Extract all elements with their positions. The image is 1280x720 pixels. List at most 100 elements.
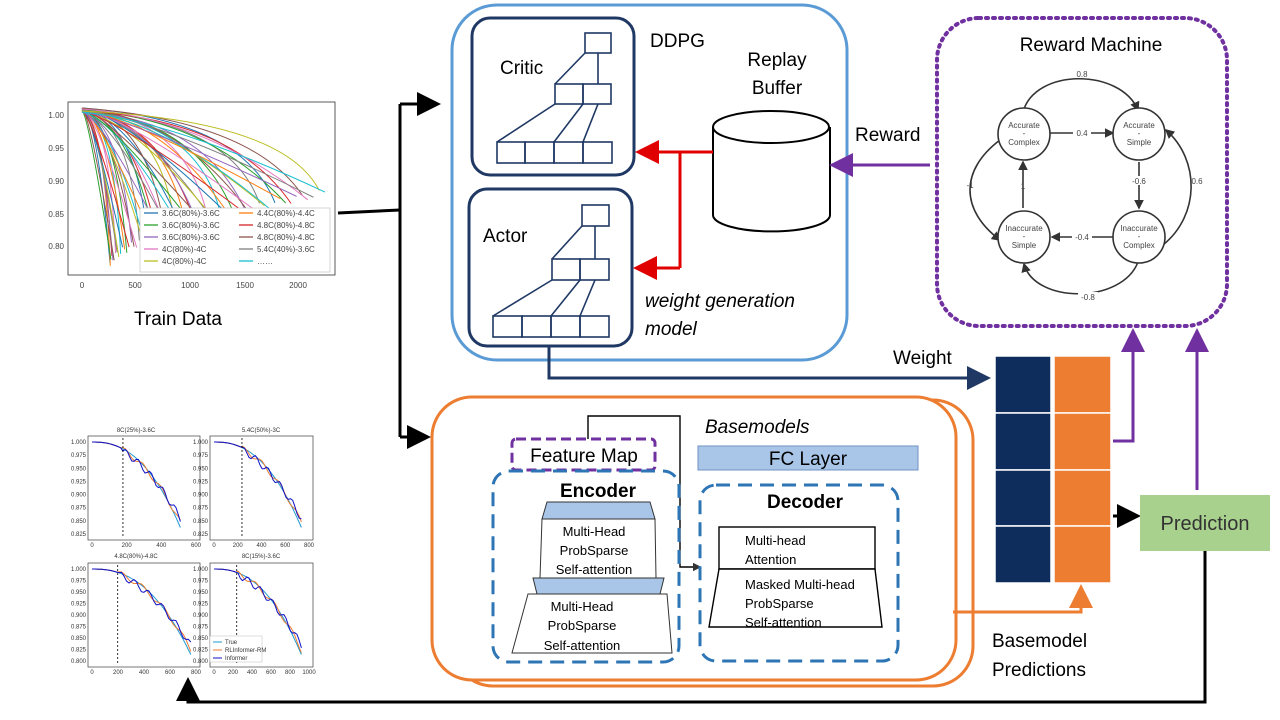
train-curve xyxy=(81,109,314,198)
train-legend-entry: 3.6C(80%)-3.6C xyxy=(162,221,220,230)
svg-text:0.925: 0.925 xyxy=(193,602,209,608)
svg-text:200: 200 xyxy=(228,670,239,676)
fc-layer-label: FC Layer xyxy=(769,449,848,470)
svg-text:0.925: 0.925 xyxy=(71,479,87,485)
svg-text:1: 1 xyxy=(1021,182,1026,191)
train-data-caption: Train Data xyxy=(134,309,222,330)
train-ytick: 0.80 xyxy=(48,242,64,251)
train-xtick: 0 xyxy=(80,281,85,290)
train-curve xyxy=(81,109,236,217)
svg-text:0.800: 0.800 xyxy=(71,659,87,665)
state-accurate-complex: Accurate - Complex xyxy=(997,107,1051,161)
train-xtick: 2000 xyxy=(289,281,307,290)
train-xtick: 1500 xyxy=(236,281,254,290)
weight-arrow xyxy=(547,346,991,390)
replay-to-networks-arrows xyxy=(633,140,713,280)
encoder-block: Encoder Multi-Head ProbSparse Self-atten… xyxy=(491,469,681,664)
svg-text:0.850: 0.850 xyxy=(193,636,209,642)
bm-pred-label-1: Basemodel xyxy=(992,631,1087,652)
svg-text:200: 200 xyxy=(233,543,244,549)
svg-text:1000: 1000 xyxy=(302,670,316,676)
feature-to-decoder-connector xyxy=(587,415,702,572)
reward-machine-frame xyxy=(935,16,1229,328)
decoder-block: Decoder Multi-head Attention Masked Mult… xyxy=(698,483,900,663)
svg-text:0.850: 0.850 xyxy=(71,636,87,642)
state-inaccurate-simple: Inaccurate - Simple xyxy=(997,210,1051,264)
state-accurate-simple: Accurate - Simple xyxy=(1112,107,1166,161)
svg-text:-: - xyxy=(1138,232,1141,241)
svg-text:200: 200 xyxy=(113,670,124,676)
train-legend-entry: 5.4C(40%)-3.6C xyxy=(257,245,315,254)
svg-text:0.900: 0.900 xyxy=(71,493,87,499)
svg-text:200: 200 xyxy=(122,543,133,549)
svg-text:-0.6: -0.6 xyxy=(1132,177,1146,186)
svg-text:0: 0 xyxy=(90,543,94,549)
fc-layer xyxy=(697,445,919,471)
svg-text:4.8C(80%)-4.8C: 4.8C(80%)-4.8C xyxy=(114,554,158,560)
result-plot-1: 8C(25%)-3.6C 1.0000.9750.9500.9250.9000.… xyxy=(71,428,202,549)
train-curves xyxy=(81,107,326,266)
bm-pred-label-2: Predictions xyxy=(992,660,1086,681)
feature-map-label: Feature Map xyxy=(530,446,638,467)
train-ytick: 0.95 xyxy=(48,144,64,153)
train-legend-entry: 4.4C(80%)-4.4C xyxy=(257,209,315,218)
svg-text:600: 600 xyxy=(266,670,277,676)
to-reward-machine-arrows xyxy=(1113,328,1209,490)
train-curve xyxy=(81,111,297,197)
critic-label: Critic xyxy=(500,58,543,79)
train-legend-entry: 4C(80%)-4C xyxy=(162,245,207,254)
svg-text:Complex: Complex xyxy=(1123,241,1155,250)
svg-text:5.4C(50%)-3C: 5.4C(50%)-3C xyxy=(242,428,281,434)
svg-text:0.900: 0.900 xyxy=(193,613,209,619)
svg-text:1.000: 1.000 xyxy=(71,567,87,573)
svg-text:Inaccurate: Inaccurate xyxy=(1120,224,1158,233)
svg-text:0.975: 0.975 xyxy=(71,453,87,459)
train-curve xyxy=(81,109,112,260)
train-curve xyxy=(81,111,326,193)
train-curve xyxy=(81,110,240,210)
svg-text:True: True xyxy=(225,640,238,646)
ddpg-module: DDPG Critic Actor xyxy=(450,3,849,362)
train-curve xyxy=(81,111,180,226)
result-legend: True RLInformer-RM Informer xyxy=(209,635,266,663)
train-ytick: 1.00 xyxy=(48,111,64,120)
replay-buffer-cylinder xyxy=(712,110,831,233)
basemodels-module: Basemodels Feature Map FC Layer Encoder … xyxy=(430,395,975,688)
svg-text:0.825: 0.825 xyxy=(71,648,87,654)
svg-text:-: - xyxy=(1023,129,1026,138)
train-curve xyxy=(81,110,292,204)
reward-machine-title: Reward Machine xyxy=(1020,35,1163,56)
train-data-arrows xyxy=(337,92,441,449)
svg-text:-: - xyxy=(1138,129,1141,138)
weight-label: Weight xyxy=(893,348,953,369)
svg-text:400: 400 xyxy=(256,543,267,549)
train-ytick: 0.90 xyxy=(48,177,64,186)
result-plots: 8C(25%)-3.6C 1.0000.9750.9500.9250.9000.… xyxy=(71,428,316,676)
svg-text:8C(25%)-3.6C: 8C(25%)-3.6C xyxy=(117,428,156,434)
train-legend-entry: 4.8C(80%)-4.8C xyxy=(257,221,315,230)
svg-text:Multi-head: Multi-head xyxy=(745,533,806,548)
basemodel-frame-front xyxy=(430,395,958,682)
svg-text:Simple: Simple xyxy=(1012,241,1037,250)
replay-label-1: Replay xyxy=(747,50,807,71)
svg-text:400: 400 xyxy=(156,543,167,549)
train-xtick: 500 xyxy=(128,281,142,290)
svg-text:800: 800 xyxy=(285,670,296,676)
replay-label-2: Buffer xyxy=(752,78,803,99)
svg-text:Accurate: Accurate xyxy=(1123,121,1155,130)
svg-text:ProbSparse: ProbSparse xyxy=(548,618,617,633)
actor-layers xyxy=(492,204,610,338)
actor-label: Actor xyxy=(483,226,528,247)
ddpg-title: DDPG xyxy=(650,31,705,52)
svg-text:-1: -1 xyxy=(966,181,974,190)
train-legend-entry: 4C(80%)-4C xyxy=(162,257,207,266)
svg-text:400: 400 xyxy=(247,670,258,676)
train-legend-entry: 3.6C(80%)-3.6C xyxy=(162,209,220,218)
feature-map-box xyxy=(510,437,657,472)
train-legend: 3.6C(80%)-3.6C 4.4C(80%)-4.4C 3.6C(80%)-3.… xyxy=(139,207,331,273)
svg-text:0.875: 0.875 xyxy=(193,506,209,512)
decoder-label: Decoder xyxy=(767,492,844,513)
prediction-box xyxy=(1140,495,1270,551)
